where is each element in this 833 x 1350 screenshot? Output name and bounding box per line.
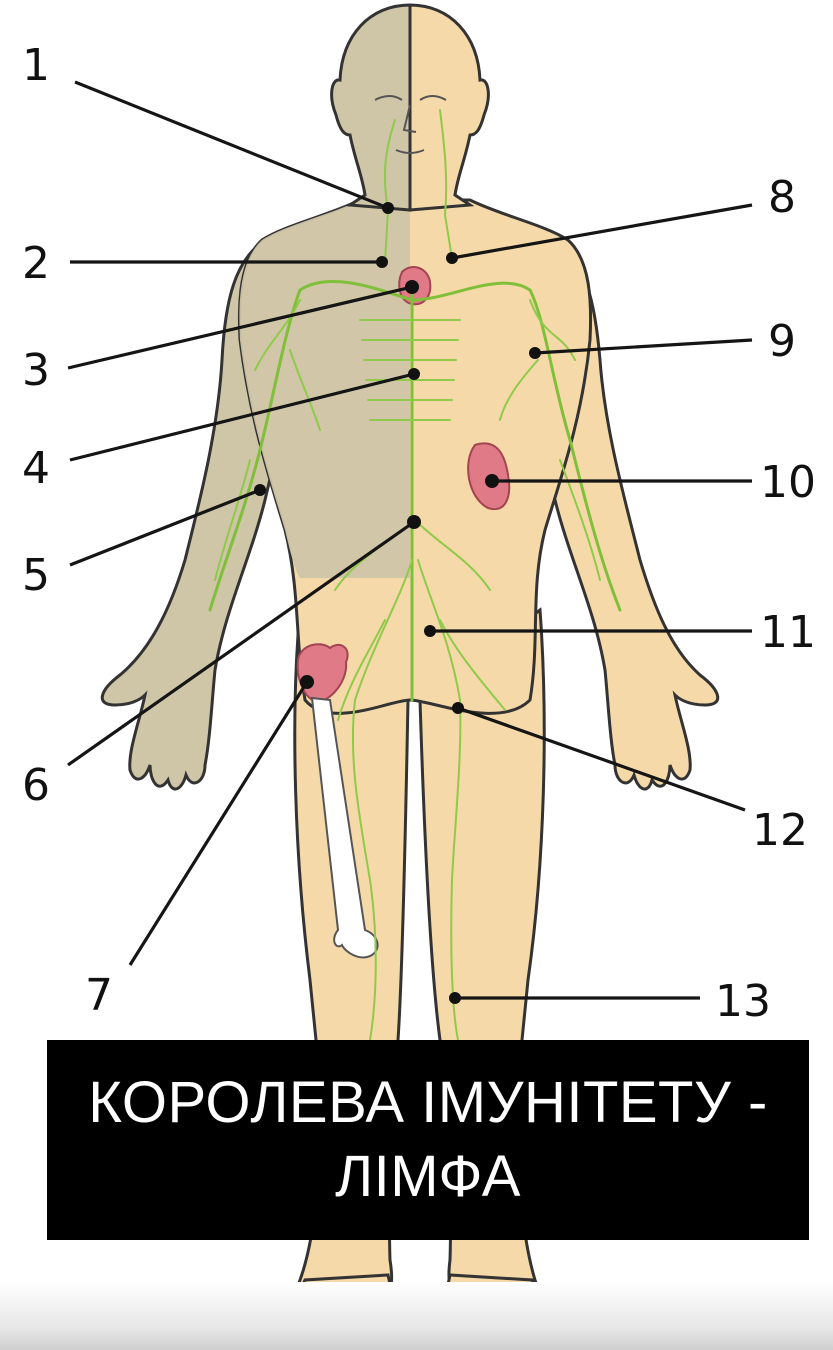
label-10: 10 xyxy=(760,457,816,508)
marker-dot-6 xyxy=(407,515,421,529)
banner-line-2: ЛІМФА xyxy=(335,1140,521,1214)
head-right xyxy=(410,5,488,210)
label-13: 13 xyxy=(715,976,771,1027)
label-11: 11 xyxy=(760,607,816,658)
footer-bar xyxy=(0,1282,833,1350)
label-1: 1 xyxy=(22,40,50,91)
marker-dot-11 xyxy=(424,625,436,637)
head-left xyxy=(332,5,410,210)
label-3: 3 xyxy=(22,345,50,396)
title-banner: КОРОЛЕВА ІМУНІТЕТУ - ЛІМФА xyxy=(47,1040,809,1240)
label-9: 9 xyxy=(768,316,796,367)
label-5: 5 xyxy=(22,550,50,601)
marker-dot-10 xyxy=(485,474,499,488)
label-7: 7 xyxy=(85,970,113,1021)
label-8: 8 xyxy=(768,172,796,223)
marker-dot-1 xyxy=(382,202,394,214)
marker-dot-12 xyxy=(452,702,464,714)
marker-dot-7 xyxy=(300,675,314,689)
label-12: 12 xyxy=(752,805,808,856)
marker-dot-8 xyxy=(446,252,458,264)
label-4: 4 xyxy=(22,443,50,494)
marker-dot-13 xyxy=(449,992,461,1004)
marker-dot-3 xyxy=(405,280,419,294)
marker-dot-9 xyxy=(529,347,541,359)
marker-dot-2 xyxy=(376,256,388,268)
label-6: 6 xyxy=(22,760,50,811)
label-2: 2 xyxy=(22,238,50,289)
marker-dot-5 xyxy=(254,484,266,496)
banner-line-1: КОРОЛЕВА ІМУНІТЕТУ - xyxy=(88,1066,768,1140)
marker-dot-4 xyxy=(408,368,420,380)
